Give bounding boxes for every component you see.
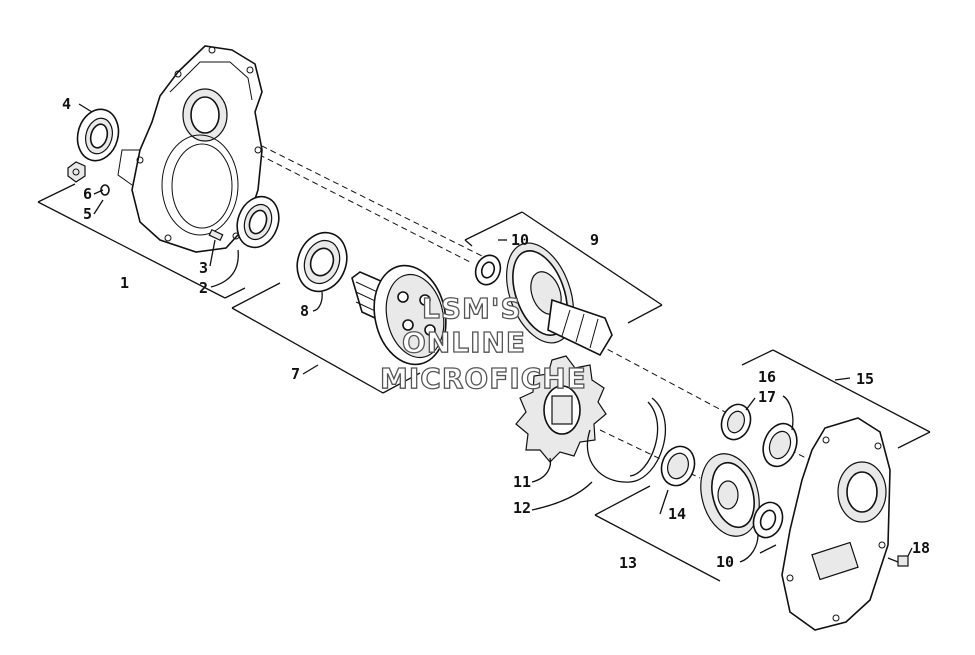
seal-part-17 [720, 403, 752, 441]
callout-12: 12 [513, 499, 531, 517]
seal-part-2 [236, 195, 280, 249]
group-bracket-1 [37, 183, 246, 299]
sprocket-part-11 [515, 355, 607, 463]
leader-lines [78, 103, 913, 563]
watermark: LSM'S ONLINE MICROFICHE [379, 291, 587, 395]
callout-10-lower: 10 [716, 553, 734, 571]
washer-part-10-lower [752, 501, 784, 539]
main-housing-part [117, 45, 263, 253]
callout-9: 9 [590, 231, 599, 249]
callout-6: 6 [83, 185, 92, 203]
callout-11: 11 [513, 473, 531, 491]
watermark-line-3: MICROFICHE [380, 362, 587, 395]
callout-8: 8 [300, 302, 309, 320]
group-bracket-9 [464, 211, 663, 324]
callout-1: 1 [120, 274, 129, 292]
callout-14: 14 [668, 505, 686, 523]
callout-3: 3 [199, 259, 208, 277]
callout-5: 5 [83, 205, 92, 223]
watermark-line-2: ONLINE [402, 326, 526, 359]
cover-part-15 [781, 417, 891, 631]
callout-16: 16 [758, 368, 776, 386]
callout-15: 15 [856, 370, 874, 388]
callout-18: 18 [912, 539, 930, 557]
callout-7: 7 [291, 365, 300, 383]
washer-part-5 [100, 184, 110, 196]
callout-2: 2 [199, 279, 208, 297]
washer-part-10-upper [474, 254, 502, 286]
group-bracket-7 [231, 282, 421, 394]
callout-labels: 1 2 3 4 5 6 7 8 9 10 10 11 12 13 14 15 1… [62, 95, 930, 572]
bolt-part-18 [887, 555, 909, 567]
bearing-part-8 [296, 231, 348, 293]
callout-10-upper: 10 [511, 231, 529, 249]
spline-gear-part-9 [506, 242, 613, 357]
seal-part-4 [76, 108, 120, 162]
callout-13: 13 [619, 554, 637, 572]
dowel-part-3 [208, 228, 224, 242]
bearing-part-16 [762, 422, 798, 468]
gear-part-13 [700, 453, 760, 537]
callout-4: 4 [62, 95, 71, 113]
snap-ring-part-12 [586, 397, 667, 483]
watermark-line-1: LSM'S [422, 292, 522, 325]
group-bracket-13 [594, 485, 777, 582]
gear-shaft-part-7 [351, 264, 447, 366]
bearing-part-14 [660, 445, 696, 487]
callout-17: 17 [758, 388, 776, 406]
group-bracket-15 [741, 349, 931, 449]
nut-part-6 [67, 161, 86, 183]
